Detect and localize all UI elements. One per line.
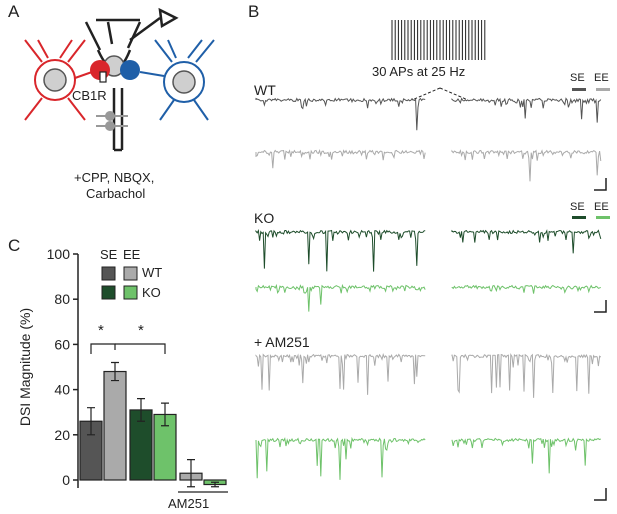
sig-bracket-1 [90, 343, 116, 354]
trace-left-5 [255, 436, 426, 480]
sig-star-2: * [138, 322, 144, 339]
trace-right-0 [451, 97, 602, 123]
error-bar-5 [211, 481, 219, 488]
y-tick-label: 20 [54, 427, 70, 443]
scale-bar-1 [594, 300, 607, 313]
error-bar-0 [87, 407, 95, 436]
legend-swatch-3 [123, 285, 138, 300]
drugs-label-2: Carbachol [86, 186, 146, 201]
legend-swatch-1 [123, 266, 138, 281]
y-tick-label: 100 [47, 246, 71, 262]
legend-header-ee: EE [123, 247, 141, 262]
error-bar-2 [137, 398, 145, 422]
legend-header-se: SE [100, 247, 118, 262]
drugs-label-1: +CPP, NBQX, [74, 170, 155, 185]
error-bar-1 [111, 361, 119, 382]
stim-label: 30 APs at 25 Hz [372, 64, 466, 79]
panel-letter-a: A [8, 2, 20, 21]
cb1r-receptor-icon [99, 71, 107, 83]
wt-ee-swatch [596, 88, 610, 91]
legend-swatch-0 [101, 266, 116, 281]
group-label-ko: KO [254, 210, 275, 226]
error-bar-3 [161, 402, 169, 427]
stim-train-marks [391, 20, 486, 60]
legend-row-wt: WT [142, 265, 163, 280]
trace-right-1 [451, 149, 602, 182]
wt-legend-ee: EE [594, 72, 609, 84]
trace-right-4 [451, 352, 602, 398]
y-tick-label: 60 [54, 336, 70, 352]
ko-se-swatch [572, 216, 586, 219]
am251-group-label: AM251 [168, 496, 210, 511]
ko-legend-se: SE [570, 201, 585, 213]
ko-legend-ee: EE [594, 201, 609, 213]
panel-letter-b: B [248, 2, 260, 21]
trace-left-1 [255, 149, 426, 169]
trace-right-5 [451, 437, 602, 474]
trace-right-2 [451, 229, 602, 254]
red-neuron-icon [24, 39, 93, 121]
wt-se-swatch [572, 88, 586, 91]
y-axis-label: DSI Magnitude (%) [17, 308, 33, 426]
panel-letter-c: C [8, 236, 21, 255]
trace-left-4 [255, 353, 426, 395]
error-bar-4 [187, 459, 195, 488]
sig-bracket-2 [115, 343, 166, 354]
legend-swatch-2 [101, 285, 116, 300]
scale-bar-0 [594, 178, 607, 191]
group-label-am251: + AM251 [254, 334, 310, 350]
scale-bar-2 [594, 488, 607, 501]
y-tick-label: 80 [54, 291, 70, 307]
ko-ee-swatch [596, 216, 610, 219]
grey-boutons-icon [96, 111, 128, 131]
trace-left-2 [255, 228, 426, 272]
bar-1 [103, 370, 127, 481]
trace-left-0 [255, 97, 426, 131]
trace-right-3 [451, 284, 601, 294]
wt-legend-se: SE [570, 72, 585, 84]
stim-dashed-lines [411, 87, 469, 101]
y-tick-label: 40 [54, 382, 70, 398]
legend-row-ko: KO [142, 285, 161, 300]
cb1r-label: CB1R [72, 88, 107, 103]
trace-left-3 [255, 283, 426, 312]
sig-star-1: * [98, 322, 104, 339]
group-label-wt: WT [254, 82, 276, 98]
blue-neuron-icon [139, 39, 215, 121]
y-tick-label: 0 [62, 472, 70, 488]
